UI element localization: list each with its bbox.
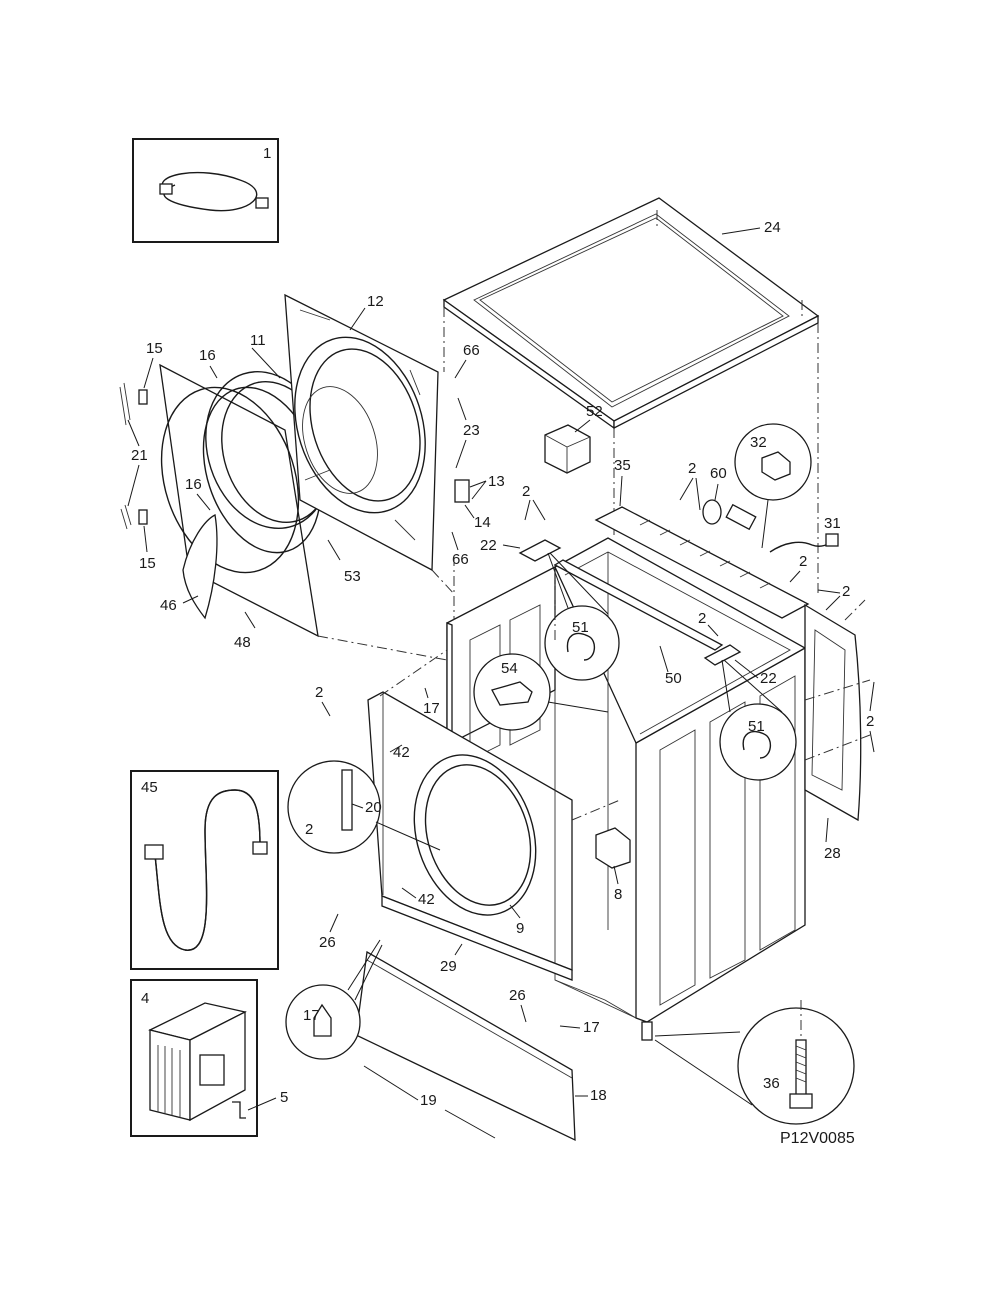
bracket-callout: 20 2 [287, 760, 441, 854]
inset-inlet-hose: 1 [132, 138, 279, 243]
inset-drain-hose: 45 [130, 770, 279, 970]
inset-bracket-assembly: 4 5 [130, 979, 288, 1137]
rear-cover: 28 [804, 603, 862, 862]
label-26-left: 26 [319, 934, 336, 951]
label-4: 4 [141, 990, 149, 1007]
label-11: 11 [250, 332, 266, 349]
label-66-bottom: 66 [452, 551, 469, 568]
label-42-top: 42 [393, 744, 410, 761]
label-52: 52 [586, 403, 603, 420]
label-2-d: 2 [842, 583, 850, 600]
tub-front-fasteners: 66 23 13 14 66 [451, 342, 505, 568]
label-17-top: 17 [423, 700, 440, 717]
label-14: 14 [474, 514, 491, 531]
label-20: 20 [365, 799, 382, 816]
label-2-a: 2 [522, 483, 530, 500]
label-9: 9 [516, 920, 524, 937]
label-36: 36 [763, 1075, 780, 1092]
label-50: 50 [665, 670, 682, 687]
leveling-foot-callout: 36 [641, 1000, 855, 1125]
label-42-bottom: 42 [418, 891, 435, 908]
label-29: 29 [440, 958, 457, 975]
label-60: 60 [710, 465, 727, 482]
label-22-right: 22 [760, 670, 777, 687]
label-13: 13 [488, 473, 505, 490]
label-31: 31 [824, 515, 841, 532]
label-23: 23 [463, 422, 480, 439]
control-rail: 35 52 [544, 403, 810, 619]
label-2-callout: 2 [305, 821, 313, 838]
front-frame: 42 42 29 9 17 [367, 687, 573, 981]
label-28: 28 [824, 845, 841, 862]
screw-labels-2: 2 2 2 2 2 2 2 2 2 [315, 460, 875, 825]
label-19: 19 [420, 1092, 437, 1109]
label-46: 46 [160, 597, 177, 614]
label-2-f: 2 [866, 713, 874, 730]
label-53: 53 [344, 568, 361, 585]
label-2-b: 2 [688, 460, 696, 477]
pressure-switch: 8 [595, 827, 631, 903]
label-1: 1 [263, 145, 271, 162]
label-32: 32 [750, 434, 767, 451]
label-16-mid: 16 [185, 476, 202, 493]
label-66-top: 66 [463, 342, 480, 359]
power-cord-and-switch: 31 60 32 [702, 423, 841, 553]
label-17-callout: 17 [303, 1007, 320, 1024]
label-2-c: 2 [799, 553, 807, 570]
label-15-bottom: 15 [139, 555, 156, 572]
label-21: 21 [131, 447, 148, 464]
clip-callout: 54 [473, 653, 609, 731]
label-35: 35 [614, 457, 631, 474]
label-54: 54 [501, 660, 518, 677]
diagram-code: P12V0085 [780, 1130, 855, 1147]
label-26-right: 26 [509, 987, 526, 1004]
label-8: 8 [614, 886, 622, 903]
label-2-e: 2 [698, 610, 706, 627]
label-48: 48 [234, 634, 251, 651]
label-51-left: 51 [572, 619, 589, 636]
front-panel-door: 46 48 [159, 363, 322, 651]
label-16-top: 16 [199, 347, 216, 364]
door-hinge-parts: 15 15 21 16 16 [119, 340, 218, 572]
door-ring-and-tub-front: 11 12 53 [205, 293, 439, 585]
label-51-right: 51 [748, 718, 765, 735]
label-45: 45 [141, 779, 158, 796]
label-2-g: 2 [315, 684, 323, 701]
label-24: 24 [764, 219, 781, 236]
toe-kick: 18 19 26 26 17 17 [285, 913, 607, 1142]
label-12: 12 [367, 293, 384, 310]
label-22-left: 22 [480, 537, 497, 554]
hinge-brackets: 22 51 22 51 [480, 537, 797, 781]
label-17-bottom: 17 [583, 1019, 600, 1036]
top-cover: 24 [442, 197, 820, 430]
label-15-top: 15 [146, 340, 163, 357]
label-18: 18 [590, 1087, 607, 1104]
label-5: 5 [280, 1089, 288, 1106]
